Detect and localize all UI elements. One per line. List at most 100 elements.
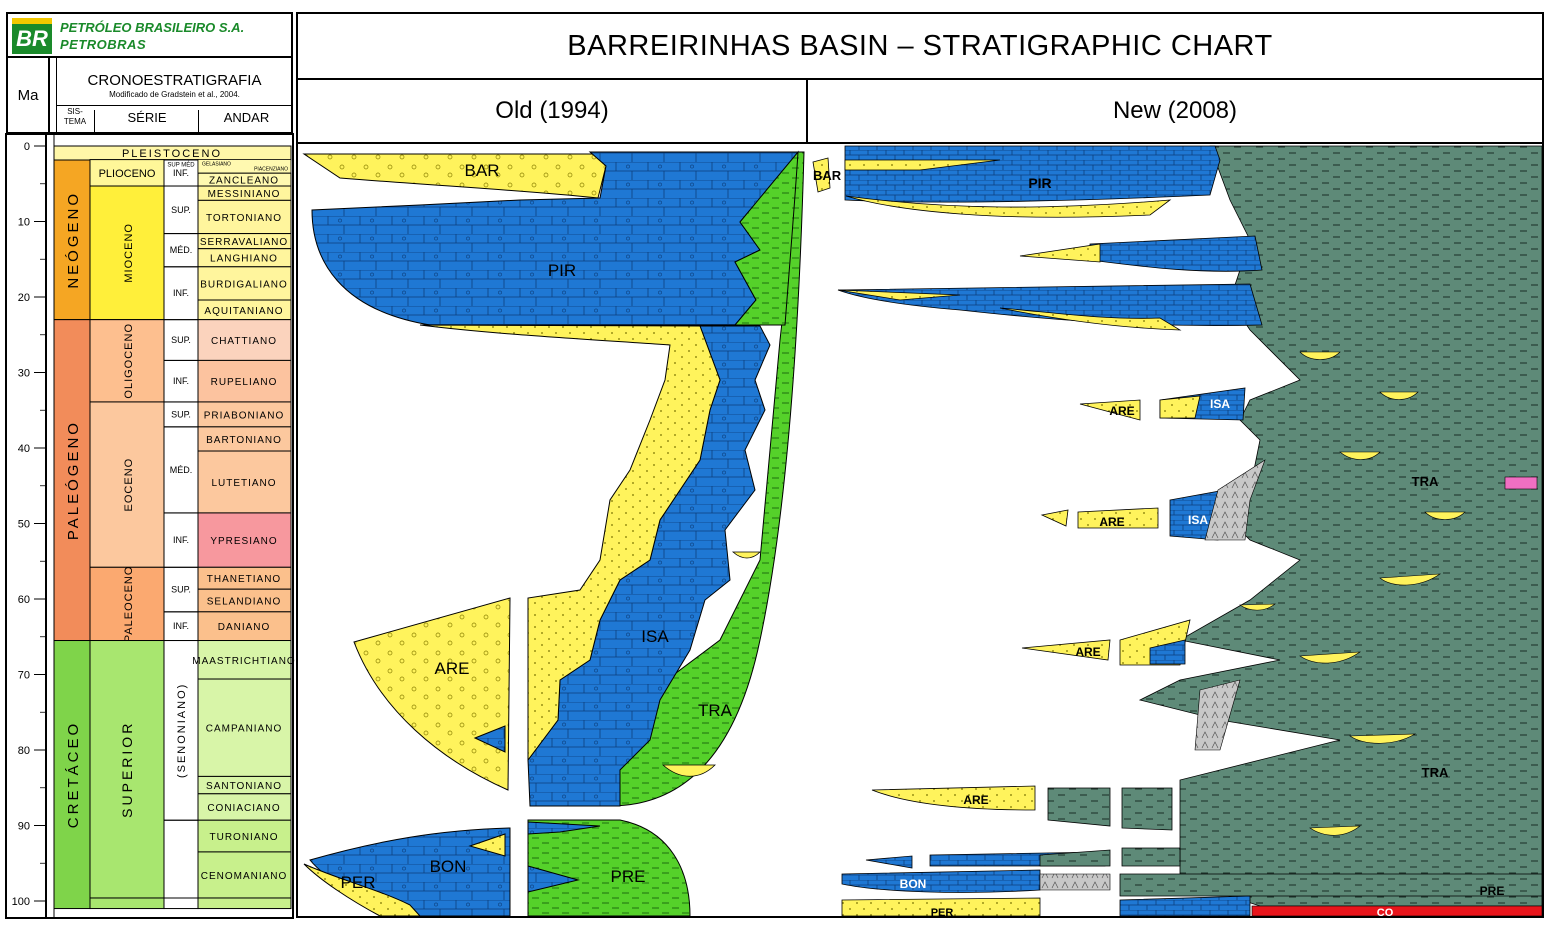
- series-band: [89, 897, 165, 910]
- new-are-sand-2: [1040, 507, 1159, 529]
- ma-tick-label: 30: [18, 368, 30, 380]
- stage-band: [197, 199, 292, 235]
- ma-tick-label: 50: [18, 519, 30, 531]
- new-are-sand-1: [1079, 399, 1141, 421]
- stage-label: ZANCLEANO: [209, 176, 279, 187]
- series-band: [89, 640, 165, 899]
- stage-band: [197, 819, 292, 853]
- stage-label: TURONIANO: [210, 832, 279, 843]
- new-pir-limestone-low: [837, 283, 1263, 327]
- new-tra-shale-body: [1138, 145, 1543, 907]
- new-co-conglomerate: [1251, 905, 1543, 917]
- old-label-are: ARE: [435, 659, 470, 678]
- ma-tick-label: 0: [24, 141, 30, 153]
- series-label: EOCENO: [123, 458, 135, 512]
- new-2008-chart: BAR PIR ARE ISA ARE ISA TRA ARE TRA ARE …: [812, 145, 1543, 919]
- stage-band: [197, 359, 292, 403]
- stage-band: [197, 897, 292, 910]
- new-sand-lens-a: [1299, 351, 1341, 360]
- stage-band: [197, 450, 292, 514]
- new-sand-lens-e: [1379, 573, 1442, 586]
- stage-label: BURDIGALIANO: [200, 279, 288, 290]
- series-band: [89, 159, 165, 187]
- sistema-header-line1: SIS-: [67, 107, 83, 116]
- old-bar-sand: [302, 153, 607, 199]
- subseries-label: INF.: [173, 168, 189, 178]
- ma-tick-label: 70: [18, 670, 30, 682]
- chronostrat-columns: NEÓGENOPALEÓGENOCRETÁCEOPLEISTOCENOPLIOC…: [5, 133, 295, 919]
- ma-tick-label: 40: [18, 443, 30, 455]
- new-label-are-3: ARE: [1075, 645, 1100, 659]
- new-sand-mid: [1019, 243, 1101, 263]
- new-bar-sand: [812, 157, 831, 193]
- stage-label: BARTONIANO: [206, 435, 282, 446]
- old-tra-lens: [661, 764, 716, 777]
- ma-spacer: [48, 58, 57, 132]
- header-divider: [56, 105, 293, 106]
- stage-label: CENOMANIANO: [201, 871, 288, 882]
- stage-label: DANIANO: [218, 622, 271, 633]
- stage-label: SERRAVALIANO: [200, 237, 288, 248]
- sup-med-label: SUP MÉD: [167, 162, 195, 169]
- old-label: Old (1994): [495, 97, 609, 124]
- stage-band: [197, 512, 292, 568]
- new-label-per: PER: [931, 907, 954, 919]
- subseries-label: SUP.: [171, 409, 191, 419]
- new-label-tra-2: TRA: [1422, 765, 1449, 780]
- ma-tick-label: 80: [18, 745, 30, 757]
- chart-frame: [296, 142, 1544, 918]
- series-label: SUPERIOR: [119, 721, 135, 818]
- new-label-isa-1: ISA: [1210, 397, 1230, 411]
- chrono-frame: [5, 133, 294, 919]
- old-per-sand: [303, 863, 422, 917]
- old-label-bon: BON: [430, 857, 467, 876]
- company-short-name: PETROBRAS: [60, 37, 147, 52]
- ma-tick-label: 90: [18, 821, 30, 833]
- new-shale-lower-left: [1039, 847, 1181, 867]
- petrobras-logo-box: BR PETRÓLEO BRASILEIRO S.A. PETROBRAS: [6, 12, 293, 58]
- new-label-are-4: ARE: [963, 793, 988, 807]
- old-pre-green: [527, 819, 691, 917]
- new-shale-block-2: [1121, 787, 1173, 831]
- old-bon-limestone-right: [527, 821, 601, 893]
- old-label-pir: PIR: [548, 261, 576, 280]
- stage-label: MESSINIANO: [208, 189, 281, 200]
- stage-label: SANTONIANO: [206, 781, 282, 792]
- new-sand-lens-c: [1339, 451, 1381, 460]
- subseries-label: SUP.: [171, 205, 191, 215]
- stage-label: MAASTRICHTIANO: [192, 656, 295, 667]
- new-gray-lower: [1039, 873, 1111, 891]
- company-name: PETRÓLEO BRASILEIRO S.A.: [60, 20, 245, 35]
- new-pir-limestone-mid: [1089, 235, 1263, 272]
- serie-header: SÉRIE: [94, 110, 199, 132]
- subseries-label: (SENONIANO): [176, 683, 188, 778]
- new-label-co: CO: [1377, 907, 1394, 919]
- stage-label: RUPELIANO: [211, 377, 278, 388]
- stage-band: [197, 426, 292, 452]
- new-pir-sand-top: [844, 159, 1172, 218]
- old-label-bar: BAR: [465, 161, 500, 180]
- subseries-label: INF.: [173, 621, 189, 631]
- new-gray-wedge-3: [1194, 679, 1241, 751]
- piacenziano-label: PIACENZIANO: [254, 167, 288, 173]
- old-label-isa: ISA: [641, 627, 669, 646]
- new-isa-limestone-3: [1149, 639, 1186, 665]
- ma-column-header: Ma: [8, 58, 50, 132]
- new-sand-lens-b: [1379, 391, 1419, 400]
- old-label-pre: PRE: [611, 867, 646, 886]
- chrono-title: CRONOESTRATIGRAFIA: [87, 72, 262, 89]
- andar-header: ANDAR: [198, 110, 294, 132]
- ma-tick-label: 100: [12, 896, 30, 908]
- subseries-label: INF.: [173, 376, 189, 386]
- new-label-are-2: ARE: [1099, 515, 1124, 529]
- ma-label: Ma: [17, 86, 39, 104]
- new-are-sand-3: [1021, 619, 1191, 666]
- new-are-sand-4: [871, 785, 1036, 811]
- br-logo-icon: BR: [12, 18, 52, 54]
- old-bon-sand-lens: [468, 833, 506, 857]
- new-isa-sand-1: [1159, 395, 1201, 419]
- old-are-sand-left: [353, 597, 511, 791]
- new-sand-lens-g: [1349, 733, 1417, 744]
